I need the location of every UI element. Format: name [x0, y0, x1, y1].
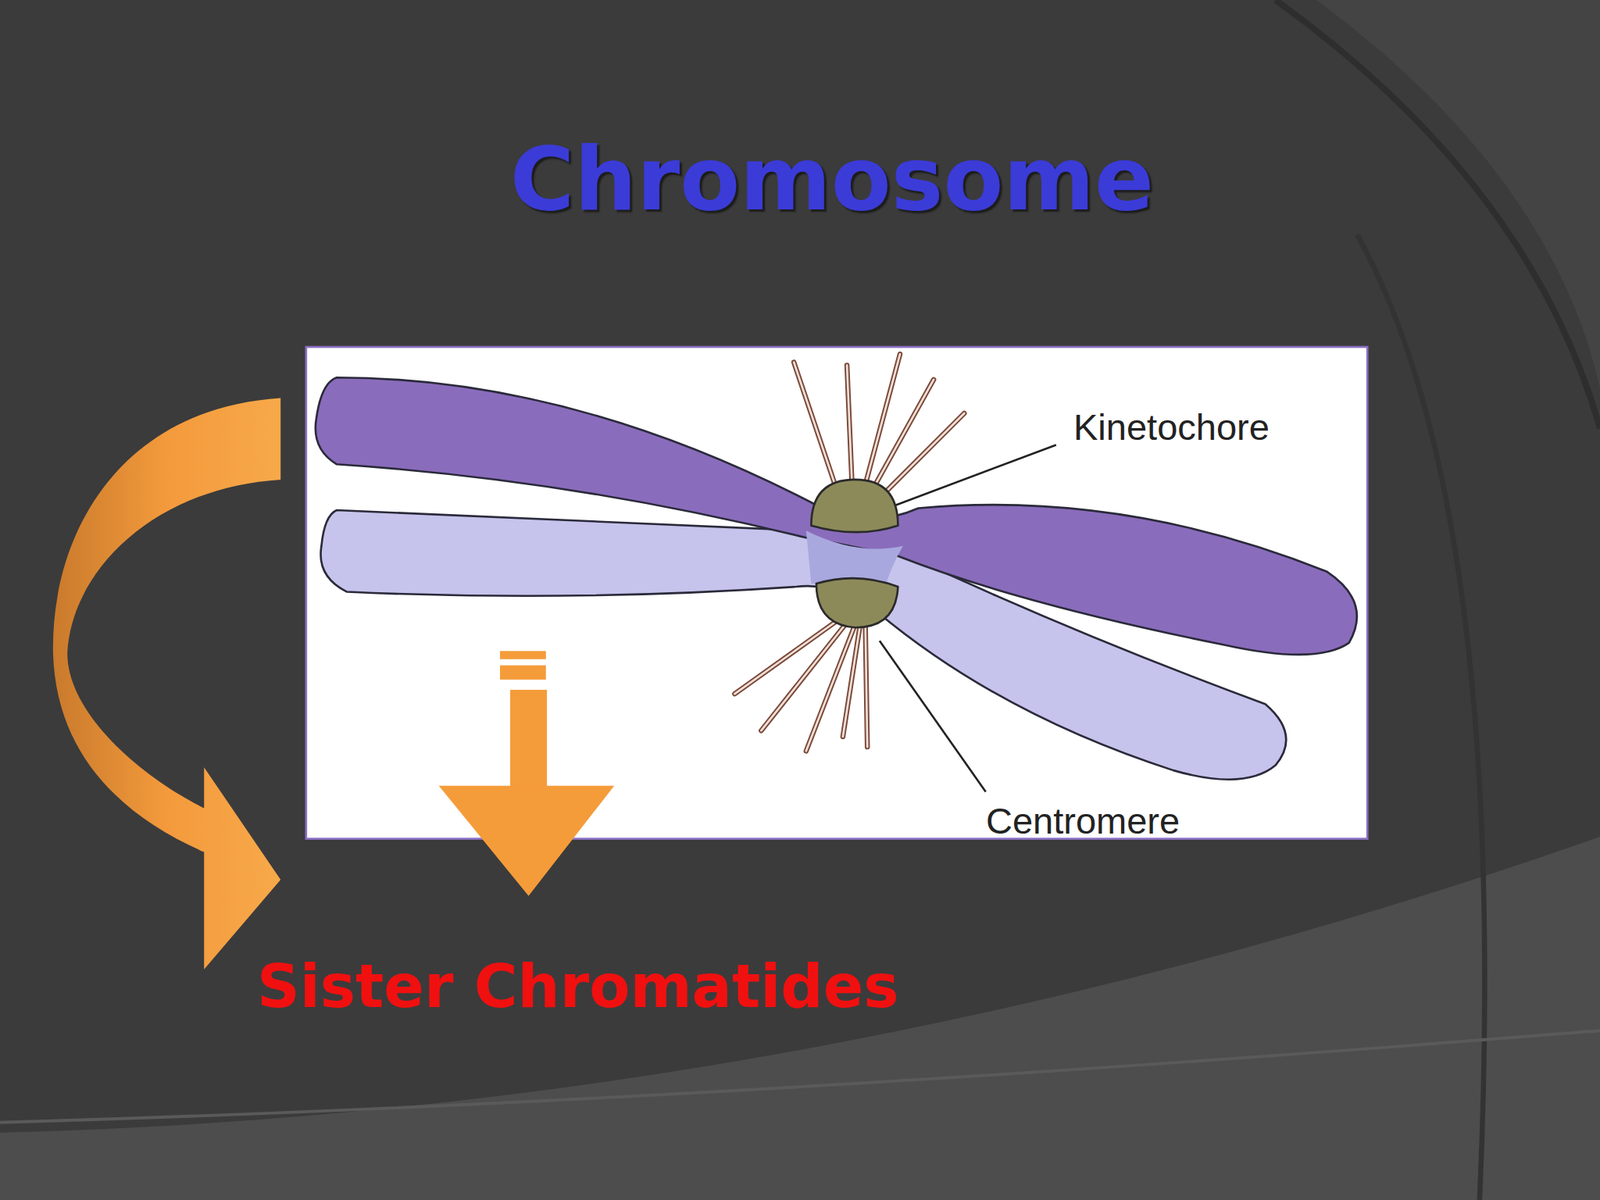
background-arc	[0, 1030, 1600, 1123]
slide-title: Chromosome	[510, 128, 1154, 230]
sister-chromatid	[315, 377, 1358, 655]
kinetochore	[816, 578, 898, 628]
image-frame	[306, 346, 1368, 840]
background-arc	[1316, 0, 1600, 388]
curved-arrow	[53, 397, 281, 969]
straight-arrow	[439, 650, 615, 896]
kinetochore	[810, 479, 898, 533]
background-arc	[1357, 234, 1485, 1200]
microtubules	[734, 353, 965, 751]
part-label: Centromere	[985, 799, 1180, 843]
microtubules	[734, 353, 965, 751]
part-label: Kinetochore	[1073, 405, 1270, 449]
leader-line	[896, 444, 1057, 505]
leader-line	[879, 640, 986, 792]
arrow-caption: Sister Chromatides	[257, 951, 899, 1022]
